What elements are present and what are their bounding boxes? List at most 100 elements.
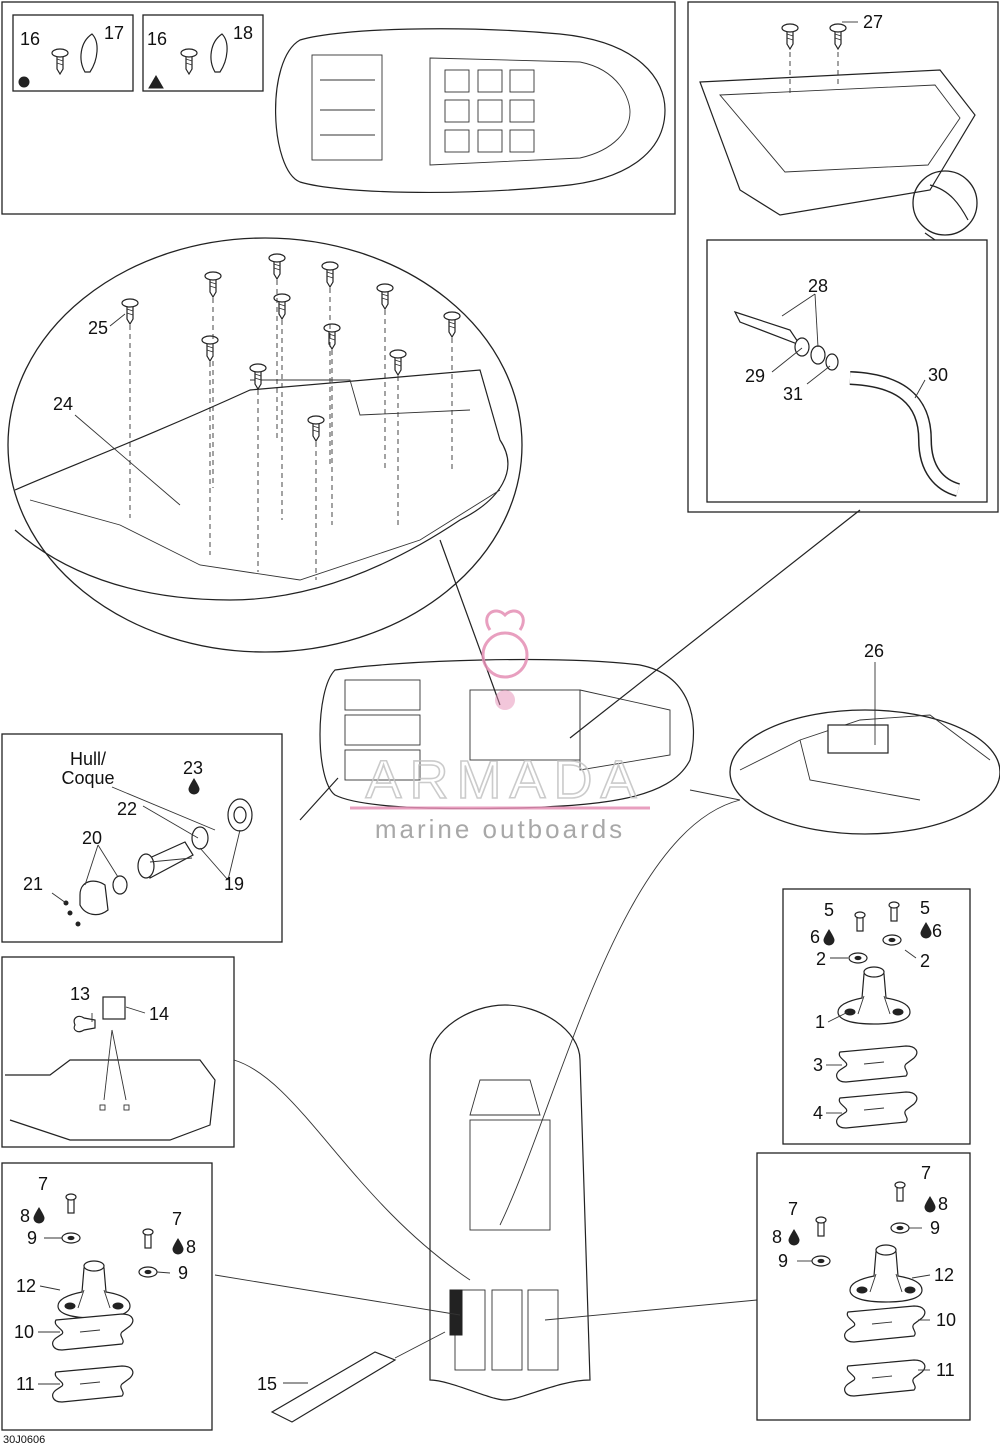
shim-icon bbox=[844, 1359, 926, 1397]
bolt-icon bbox=[894, 1181, 906, 1202]
bolt-icon bbox=[142, 1228, 154, 1249]
legend-triangle-icon bbox=[148, 75, 164, 89]
callout: 8 bbox=[20, 1206, 30, 1226]
callout: 16 bbox=[147, 29, 167, 49]
insert-nut bbox=[102, 996, 126, 1020]
callout: 23 bbox=[183, 758, 203, 778]
leader-lines bbox=[38, 21, 931, 1385]
sealant-drop-icon bbox=[924, 1196, 936, 1213]
legend-box-circle bbox=[12, 14, 134, 92]
callout: 8 bbox=[938, 1194, 948, 1214]
washer-icon bbox=[61, 1232, 81, 1244]
bolt-icon bbox=[815, 1216, 827, 1237]
callout: 6 bbox=[932, 921, 942, 941]
callout: 5 bbox=[824, 900, 834, 920]
callout: 7 bbox=[921, 1163, 931, 1183]
callout: 9 bbox=[930, 1218, 940, 1238]
sealant-drop-icon bbox=[788, 1229, 800, 1246]
callout: 3 bbox=[813, 1055, 823, 1075]
washer-icon bbox=[890, 1222, 910, 1234]
callout: 7 bbox=[788, 1199, 798, 1219]
push-rivet-icon bbox=[829, 23, 847, 50]
hull-bottom-view bbox=[429, 1004, 591, 1401]
callout: 9 bbox=[27, 1228, 37, 1248]
legend-box-triangle bbox=[142, 14, 264, 92]
washer-icon bbox=[811, 1255, 831, 1267]
sealant-drop-icon bbox=[188, 778, 200, 795]
hull-top-view bbox=[275, 28, 666, 193]
sealant-drop-icon bbox=[172, 1238, 184, 1255]
callout: 9 bbox=[778, 1251, 788, 1271]
screw-icon bbox=[73, 1015, 96, 1033]
deck-section bbox=[5, 1059, 216, 1141]
shim-icon bbox=[836, 1091, 918, 1129]
fitting-seal bbox=[191, 826, 209, 850]
storage-bin bbox=[699, 69, 976, 216]
shim-icon bbox=[52, 1365, 134, 1403]
callout: 8 bbox=[772, 1227, 782, 1247]
callout: 7 bbox=[172, 1209, 182, 1229]
fitting-cap bbox=[79, 880, 109, 916]
sealant-drop-icon bbox=[920, 922, 932, 939]
callout: 26 bbox=[864, 641, 884, 661]
screw-icon bbox=[180, 48, 198, 75]
callout: 10 bbox=[936, 1310, 956, 1330]
callout: 1 bbox=[815, 1012, 825, 1032]
legend-circle-icon bbox=[18, 76, 30, 88]
callout: 25 bbox=[88, 318, 108, 338]
watermark-brand: ARMADA bbox=[365, 750, 644, 810]
callout: 27 bbox=[863, 12, 883, 32]
bolt-icon bbox=[854, 911, 866, 932]
liner-panel bbox=[14, 369, 509, 601]
cable-tie-icon bbox=[80, 33, 98, 73]
callout: 16 bbox=[20, 29, 40, 49]
washer-icon bbox=[882, 934, 902, 946]
fitting-ball bbox=[112, 875, 128, 895]
mount-frame-upper bbox=[782, 888, 971, 1145]
callout: 29 bbox=[745, 366, 765, 386]
shim-icon bbox=[836, 1045, 918, 1083]
callout: 2 bbox=[920, 951, 930, 971]
washer-icon bbox=[138, 1266, 158, 1278]
screw-icon bbox=[51, 48, 69, 75]
push-rivet-icon bbox=[781, 23, 799, 50]
watermark-tagline: marine outboards bbox=[375, 814, 625, 844]
callout: 28 bbox=[808, 276, 828, 296]
callout: 31 bbox=[783, 384, 803, 404]
engine-mount bbox=[57, 1260, 131, 1319]
callout: 14 bbox=[149, 1004, 169, 1024]
brand-logo-icon bbox=[481, 631, 529, 679]
engine-mount bbox=[837, 966, 911, 1025]
top-view-frame bbox=[1, 1, 676, 215]
washer-icon bbox=[848, 952, 868, 964]
callout: 7 bbox=[38, 1174, 48, 1194]
callout: 2 bbox=[816, 949, 826, 969]
callout: 5 bbox=[920, 898, 930, 918]
foam-pad bbox=[827, 724, 889, 754]
mount-frame-right bbox=[756, 1152, 971, 1421]
bolt-icon bbox=[888, 901, 900, 922]
callout: 30 bbox=[928, 365, 948, 385]
drawing-code: 30J0606 bbox=[3, 1434, 45, 1446]
callout: 21 bbox=[23, 874, 43, 894]
shim-icon bbox=[52, 1313, 134, 1351]
callout: 13 bbox=[70, 984, 90, 1004]
hull-center-view bbox=[319, 658, 695, 810]
foam-block bbox=[270, 1351, 397, 1423]
sealant-drop-icon bbox=[823, 929, 835, 946]
callout: 11 bbox=[936, 1360, 955, 1380]
callout: 11 bbox=[16, 1374, 35, 1394]
drain-detail-box bbox=[706, 239, 988, 503]
callout: 4 bbox=[813, 1103, 823, 1123]
callout: 9 bbox=[178, 1263, 188, 1283]
hull-label: Hull/ bbox=[70, 749, 106, 769]
callout: 8 bbox=[186, 1237, 196, 1257]
callout: 12 bbox=[16, 1276, 36, 1296]
callout: 6 bbox=[810, 927, 820, 947]
callout: 10 bbox=[14, 1322, 34, 1342]
shim-icon bbox=[844, 1305, 926, 1343]
callout: 15 bbox=[257, 1374, 277, 1394]
callout: 20 bbox=[82, 828, 102, 848]
callout: 17 bbox=[104, 23, 124, 43]
